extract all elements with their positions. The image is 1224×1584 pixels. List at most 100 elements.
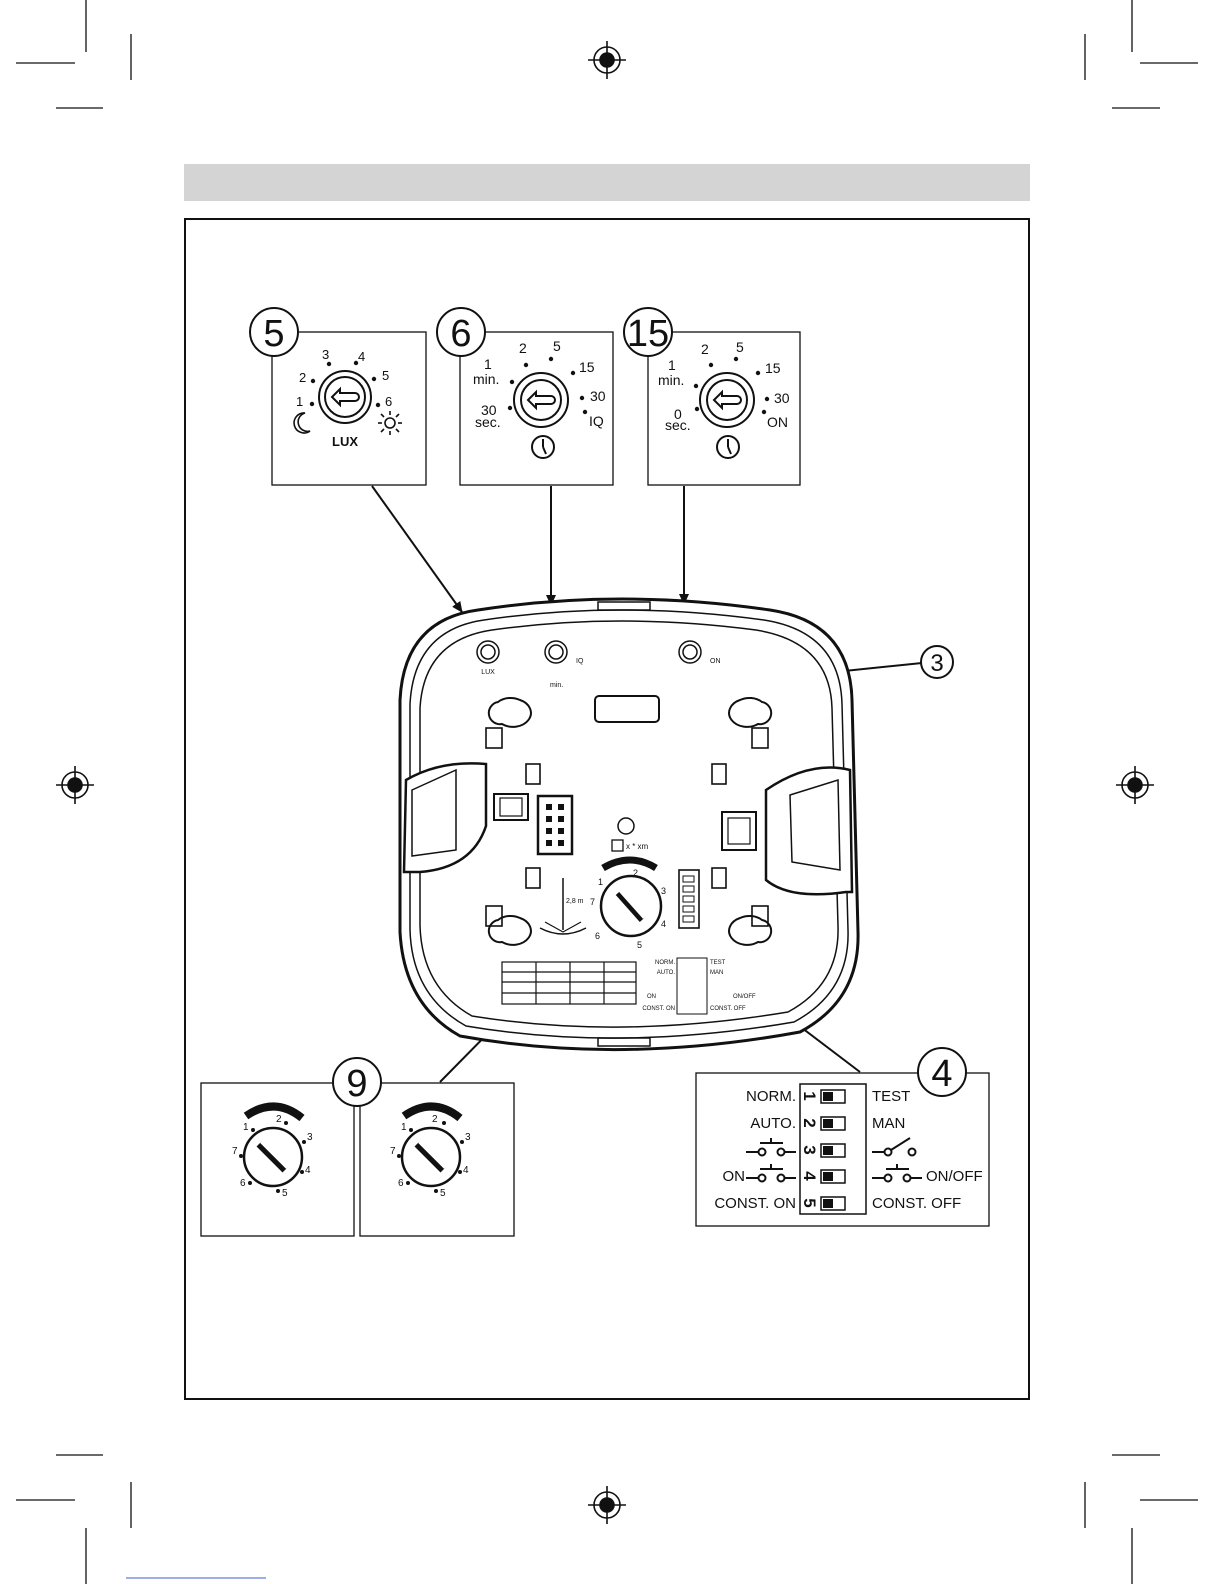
lux-tick-5: 5 — [382, 368, 389, 383]
sensor-housing — [400, 599, 858, 1050]
device-dip-right-2: MAN — [710, 970, 723, 976]
device-sens-tick-2: 2 — [633, 868, 638, 878]
sens-right-tick-3: 3 — [465, 1132, 471, 1143]
iq-knob[interactable] — [700, 373, 754, 427]
dip-left-label: ON — [723, 1168, 746, 1185]
callout-dip: 4 — [918, 1048, 966, 1096]
dip-switch-number: 1 — [800, 1091, 819, 1100]
callout-iq-time: 15 — [624, 308, 672, 356]
dip-switch-row: CONST. ON 5 CONST. OFF — [714, 1195, 961, 1212]
lux-dial-panel: 1 2 3 4 5 6 LUX — [272, 332, 426, 485]
svg-text:6: 6 — [450, 313, 471, 355]
dip-right-label: ON/OFF — [926, 1168, 983, 1185]
time-tick-5: 5 — [553, 338, 561, 354]
sens-left-tick-7: 7 — [232, 1146, 238, 1157]
dip-switch-toggle[interactable] — [821, 1197, 845, 1210]
dip-switch-toggle[interactable] — [821, 1090, 845, 1103]
lux-tick-2: 2 — [299, 370, 306, 385]
device-dip-left-1: NORM. — [655, 960, 675, 966]
device-dip-right-1: TEST — [710, 960, 726, 966]
iq-dial-panel: 1 min. 2 5 15 30 0 sec. ON — [648, 332, 800, 485]
sens-right-tick-4: 4 — [463, 1165, 469, 1176]
dip-switch-number: 3 — [800, 1145, 819, 1154]
device-mini-time-unit: min. — [550, 682, 563, 689]
lux-tick-4: 4 — [358, 349, 365, 364]
dip-right-label: TEST — [872, 1088, 910, 1105]
header-bar — [184, 164, 1030, 201]
iq-tick-2: 2 — [701, 341, 709, 357]
device-sens-tick-4: 4 — [661, 919, 666, 929]
lux-tick-3: 3 — [322, 347, 329, 362]
time-tick-15: 15 — [579, 359, 595, 375]
lux-knob[interactable] — [319, 371, 371, 423]
dip-switch-toggle[interactable] — [821, 1144, 845, 1157]
device-iq-end: ON — [710, 658, 721, 665]
device-sens-tick-5: 5 — [637, 940, 642, 950]
registration-target-icon — [588, 1486, 626, 1524]
sens-left-tick-3: 3 — [307, 1132, 313, 1143]
device-dip-right-5: CONST. OFF — [710, 1006, 746, 1012]
device-sens-tick-3: 3 — [661, 886, 666, 896]
time-unit-sec: sec. — [475, 414, 501, 430]
lux-tick-6: 6 — [385, 394, 392, 409]
time-dial-panel: 1 min. 2 5 15 30 30 sec. IQ — [460, 332, 613, 485]
registration-target-icon — [56, 766, 94, 804]
dip-switch-number: 4 — [800, 1171, 819, 1181]
sens-right-tick-1: 1 — [401, 1122, 407, 1133]
device-lux-caption: LUX — [481, 669, 495, 676]
device-dip-left-2: AUTO. — [657, 970, 676, 976]
dip-right-label: MAN — [872, 1115, 905, 1132]
sens-left-tick-2: 2 — [276, 1114, 282, 1125]
dip-switch-toggle[interactable] — [821, 1170, 845, 1183]
callout-housing: 3 — [921, 646, 953, 678]
device-dip-left-4: ON — [647, 994, 656, 1000]
dip-left-label: CONST. ON — [714, 1195, 796, 1212]
iq-unit-min: min. — [658, 372, 684, 388]
registration-target-icon — [1116, 766, 1154, 804]
lux-tick-1: 1 — [296, 394, 303, 409]
time-tick-1: 1 — [484, 356, 492, 372]
dip-switch-row: NORM. 1 TEST — [746, 1088, 910, 1105]
device-distance-label: 2,8 m — [566, 898, 584, 905]
iq-tick-30: 30 — [774, 390, 790, 406]
device-dip-right-4: ON/OFF — [733, 994, 756, 1000]
lux-caption: LUX — [332, 434, 358, 449]
callout-lux: 5 — [250, 308, 298, 356]
sens-left-tick-4: 4 — [305, 1165, 311, 1176]
sens-left-tick-6: 6 — [240, 1178, 246, 1189]
sens-right-tick-6: 6 — [398, 1178, 404, 1189]
svg-text:9: 9 — [346, 1063, 367, 1105]
dip-switch-number: 2 — [800, 1118, 819, 1127]
dip-left-label: NORM. — [746, 1088, 796, 1105]
time-tick-2: 2 — [519, 340, 527, 356]
dip-switch-row: AUTO. 2 MAN — [750, 1115, 905, 1132]
iq-tick-5: 5 — [736, 339, 744, 355]
iq-end-label: ON — [767, 414, 788, 430]
device-xm-label: x * xm — [626, 842, 649, 851]
time-knob[interactable] — [514, 373, 568, 427]
sens-right-tick-7: 7 — [390, 1146, 396, 1157]
svg-text:4: 4 — [931, 1053, 952, 1095]
svg-text:3: 3 — [930, 650, 943, 677]
dip-switch-toggle[interactable] — [821, 1117, 845, 1130]
dip-left-label: AUTO. — [750, 1115, 796, 1132]
svg-text:5: 5 — [263, 313, 284, 355]
device-dip-left-5: CONST. ON — [642, 1006, 675, 1012]
device-sens-tick-6: 6 — [595, 931, 600, 941]
iq-tick-1: 1 — [668, 357, 676, 373]
iq-unit-sec: sec. — [665, 417, 691, 433]
sens-left-tick-5: 5 — [282, 1188, 288, 1199]
dip-right-label: CONST. OFF — [872, 1195, 961, 1212]
device-sens-tick-1: 1 — [598, 877, 603, 887]
svg-text:15: 15 — [627, 313, 669, 355]
device-sens-tick-7: 7 — [590, 897, 595, 907]
registration-target-icon — [588, 41, 626, 79]
sens-right-tick-2: 2 — [432, 1114, 438, 1125]
time-end-label: IQ — [589, 413, 604, 429]
callout-sensitivity: 9 — [333, 1058, 381, 1106]
sens-right-tick-5: 5 — [440, 1188, 446, 1199]
device-time-end: IQ — [576, 658, 584, 665]
dip-switch-number: 5 — [800, 1198, 819, 1207]
iq-tick-15: 15 — [765, 360, 781, 376]
